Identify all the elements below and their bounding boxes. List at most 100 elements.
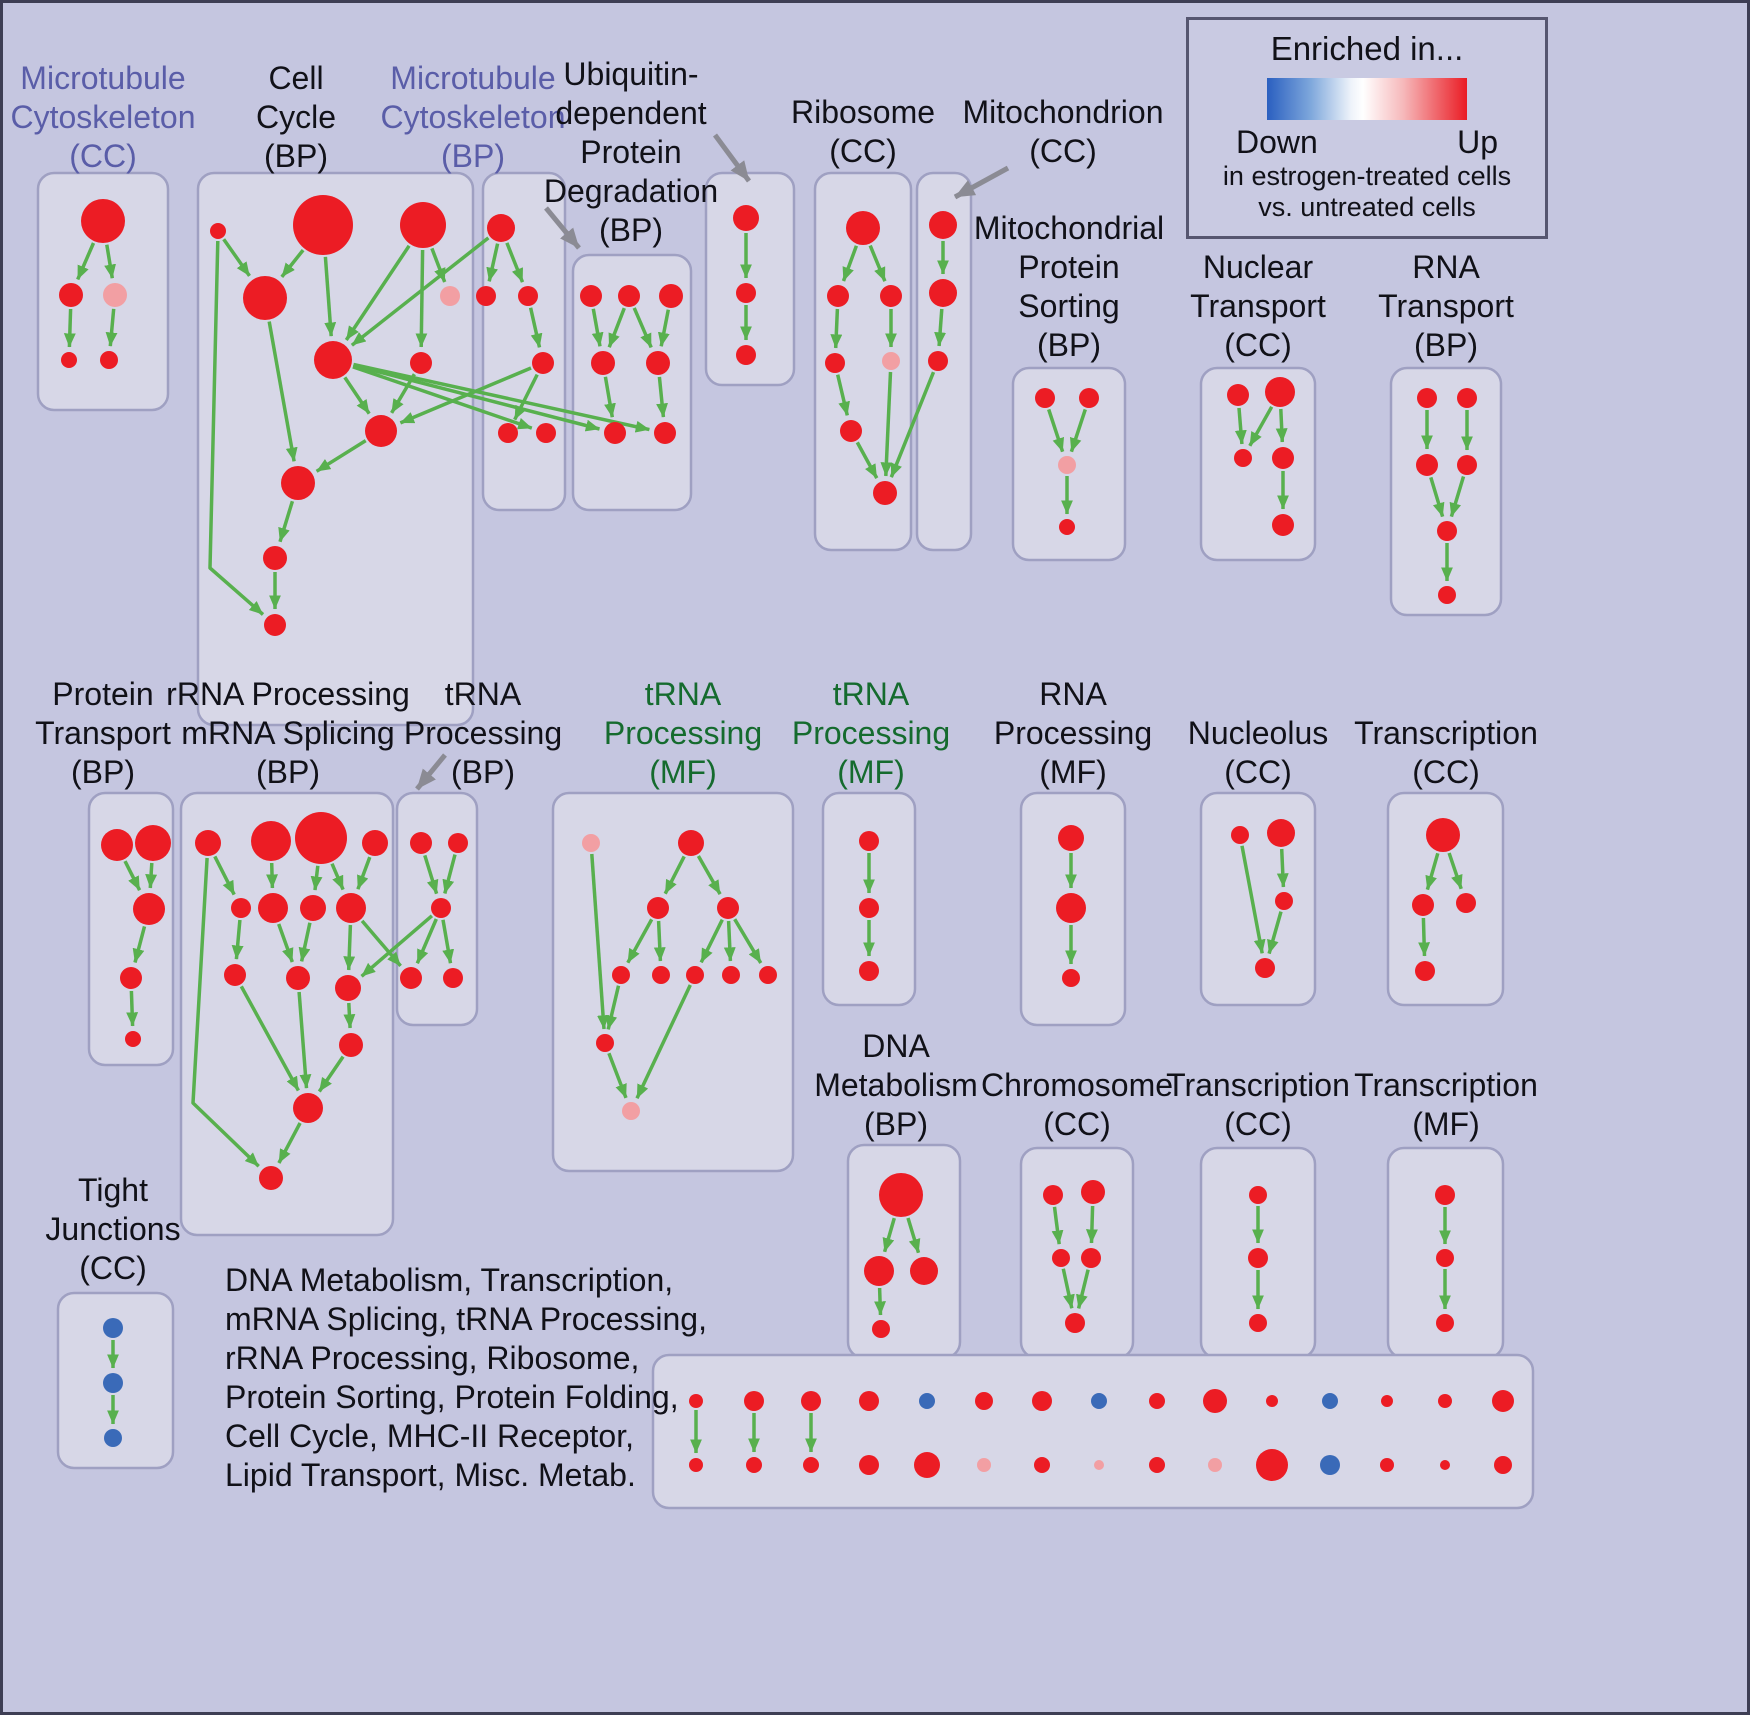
go-node-f6 [873,481,897,505]
go-node-i2 [1234,449,1252,467]
go-node-l1 [251,821,291,861]
go-node-x12 [1381,1395,1393,1407]
cluster-box-transcription-cc-1 [1386,791,1505,1007]
go-node-c3 [532,352,554,374]
edge-s0-s2 [906,1217,921,1254]
edge-n1-n2 [663,855,686,895]
edge-a0-a2 [104,244,116,279]
go-node-s2 [910,1257,938,1285]
go-node-k1 [135,825,171,861]
cluster-label-mitochondrion: Mitochondrion(CC) [963,94,1164,169]
edge-l0-l13 [191,857,260,1168]
go-node-x14 [1492,1390,1514,1412]
go-node-s1 [864,1256,894,1286]
go-node-z7 [1094,1460,1104,1470]
edge-l11-l12 [317,1055,345,1093]
edge-n1-n3 [696,855,722,895]
go-node-k2 [133,893,165,925]
go-node-i0 [1227,384,1249,406]
edge-l7-m3 [360,919,402,968]
go-node-a2 [103,283,127,307]
go-node-x11 [1322,1393,1338,1409]
edge-k2-k3 [132,925,147,963]
go-node-r0 [1426,818,1460,852]
edge-q0-q3 [1240,845,1266,954]
edge-b5-c5 [352,365,533,430]
edge-h1-h2 [1069,408,1087,453]
edge-r0-r2 [1447,852,1463,890]
cluster-label-transcription-cc-2: Transcription(CC) [1166,1067,1350,1142]
go-node-d8 [654,422,676,444]
go-node-z12 [1380,1458,1394,1472]
go-node-m3 [400,967,422,989]
go-node-n9 [596,1034,614,1052]
go-node-x3 [859,1391,879,1411]
go-node-j5 [1438,586,1456,604]
go-node-i4 [1272,514,1294,536]
go-node-z5 [977,1458,991,1472]
edge-d3-d6 [632,307,653,349]
edge-n9-n10 [607,1052,628,1099]
edge-a0-a1 [76,242,96,281]
go-node-x5 [975,1392,993,1410]
edge-n6-n10 [635,984,692,1100]
go-node-l6 [300,895,326,921]
go-node-b4 [440,286,460,306]
go-node-l4 [231,898,251,918]
go-node-n2 [647,897,669,919]
go-node-l5 [258,893,288,923]
edge-s0-s1 [882,1217,896,1253]
go-node-k4 [125,1031,141,1047]
go-node-h2 [1058,456,1076,474]
edge-s1-s3 [874,1287,886,1316]
edge-n2-n4 [626,918,654,964]
go-node-s0 [879,1173,923,1217]
edge-n3-n8 [733,918,763,964]
go-node-h1 [1079,388,1099,408]
go-node-o1 [859,898,879,918]
go-node-f5 [840,420,862,442]
cluster-box-rrna-mrna [179,791,395,1237]
edge-l5-l9 [277,923,294,963]
go-node-q3 [1255,958,1275,978]
go-node-m2 [431,898,451,918]
edge-i0-i2 [1234,407,1247,445]
edge-k3-k4 [126,990,139,1027]
cluster-box-mt-cc [36,171,170,412]
go-node-z11 [1320,1455,1340,1475]
go-node-m4 [443,968,463,988]
go-node-z6 [1034,1457,1050,1473]
go-node-t2 [1052,1249,1070,1267]
edge-b0-b10 [208,240,265,616]
go-node-a0 [81,199,125,243]
go-node-n8 [759,966,777,984]
go-node-e1 [736,283,756,303]
edge-t3-t4 [1076,1269,1090,1309]
go-node-e0 [733,205,759,231]
go-node-c4 [498,423,518,443]
edge-d4-d6 [657,309,671,347]
go-node-x10 [1266,1395,1278,1407]
edge-i1-i3 [1275,408,1288,443]
edge-n3-n7 [723,920,736,962]
edge-c3-c4 [513,373,539,421]
cluster-label-transcription-cc-1: Transcription(CC) [1354,715,1538,790]
cluster-box-ubq-deg-left [571,253,693,512]
go-node-z9 [1208,1458,1222,1472]
go-node-n1 [678,830,704,856]
edge-c2-c3 [528,307,543,348]
go-node-d4 [659,284,683,308]
go-node-a3 [61,352,77,368]
cluster-label-chromosome: Chromosome(CC) [981,1067,1173,1142]
edge-c0-b5 [350,236,490,347]
go-node-p0 [1058,825,1084,851]
edge-t0-t2 [1051,1206,1064,1245]
go-node-d2 [580,285,602,307]
go-node-f1 [827,285,849,307]
go-node-w2 [104,1429,122,1447]
edge-h0-h2 [1047,408,1065,453]
